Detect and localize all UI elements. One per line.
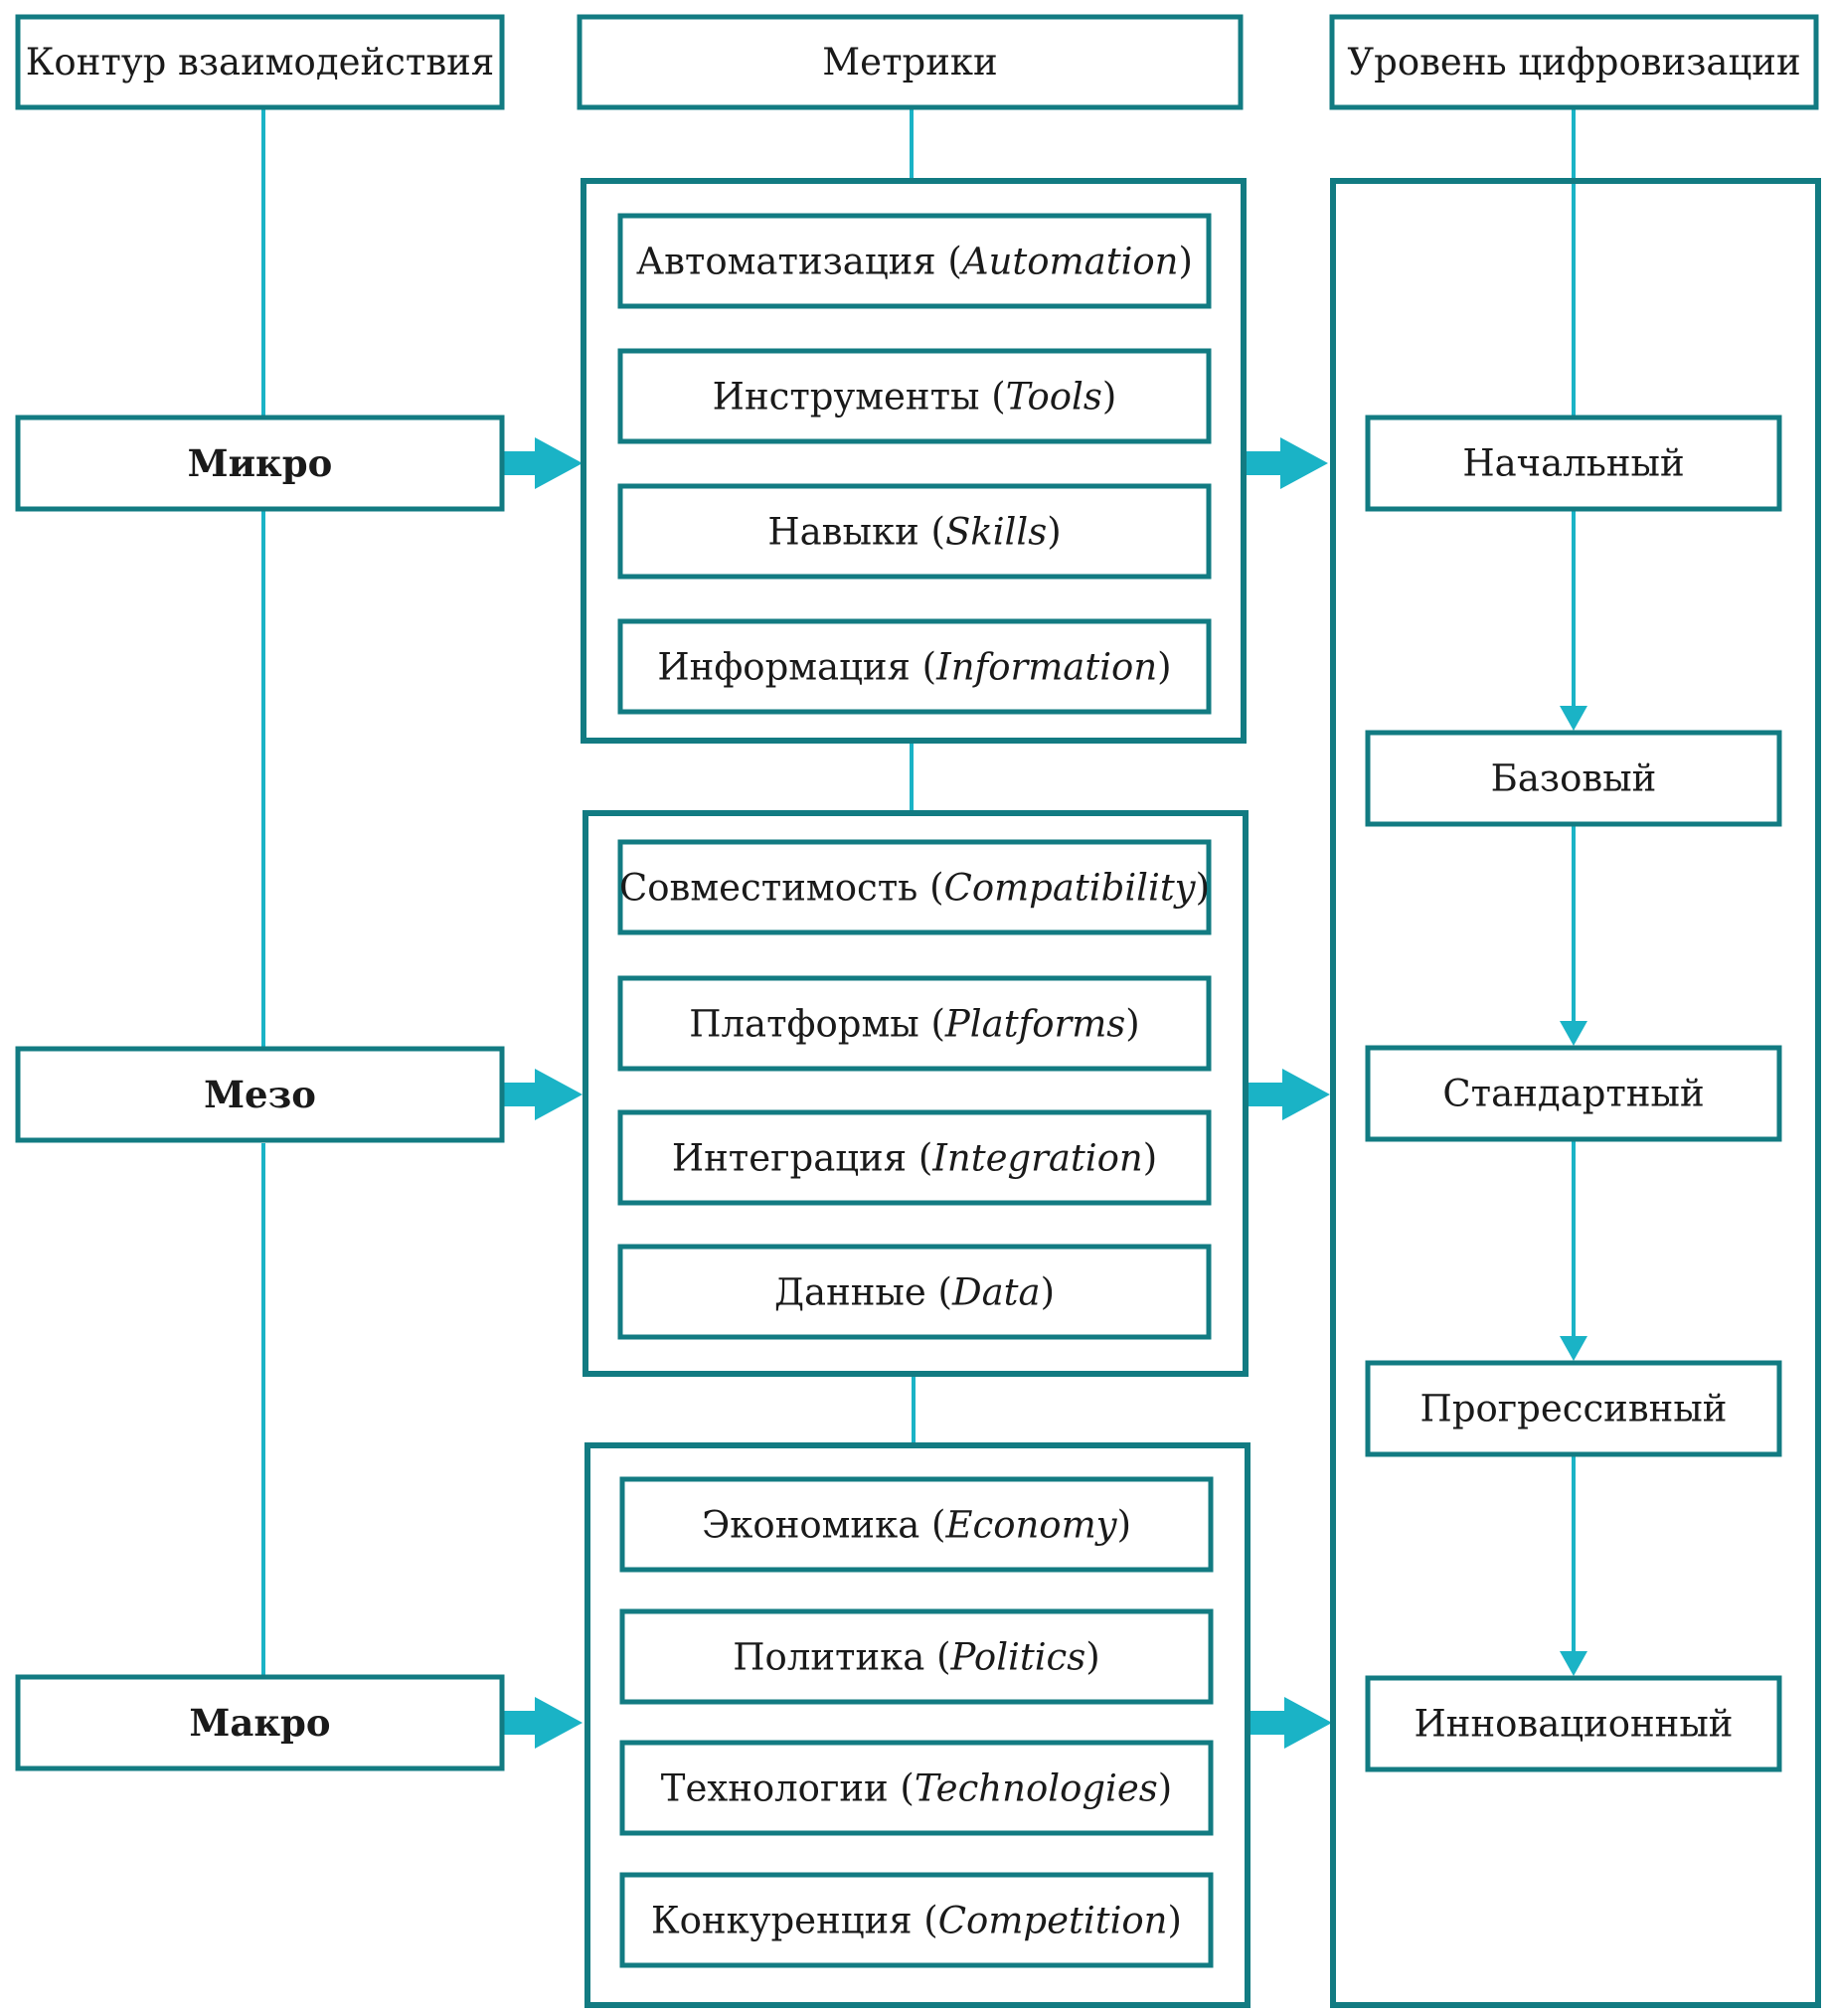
group-containers [581,178,1821,2008]
metric-tools: Инструменты (Tools) [617,348,1212,444]
header-metrics: Метрики [577,14,1244,110]
contour-meso-label: Мезо [204,1073,316,1116]
arrow-metrics2-to-levels [1247,1069,1330,1120]
metric-economy: Экономика (Economy) [619,1476,1214,1573]
metric-compatibility-label: Совместимость (Compatibility) [619,866,1210,909]
level-standard: Стандартный [1365,1045,1782,1142]
metrics-group-macro [584,1442,1250,2008]
level-basic-label: Базовый [1491,757,1657,800]
metric-data-label: Данные (Data) [774,1270,1055,1313]
level-progressive: Прогрессивный [1365,1360,1782,1457]
arrow-meso-to-metrics [502,1069,583,1120]
metric-integration: Интеграция (Integration) [617,1109,1212,1206]
metric-competition: Конкуренция (Competition) [619,1872,1214,1968]
arrowhead-to-level-2 [1560,706,1587,731]
connectors [261,109,1576,1685]
level-arrowheads [1560,706,1587,1676]
metric-skills-label: Навыки (Skills) [767,510,1061,553]
metric-politics-label: Политика (Politics) [733,1635,1099,1678]
metric-technologies-label: Технологии (Technologies) [661,1766,1172,1809]
level-standard-label: Стандартный [1442,1073,1704,1115]
arrowhead-to-level-4 [1560,1336,1587,1361]
arrow-metrics3-to-levels [1249,1697,1332,1749]
flow-arrows [502,437,1332,1749]
metric-economy-label: Экономика (Economy) [702,1503,1131,1546]
metric-skills: Навыки (Skills) [617,483,1212,580]
header-level-label: Уровень цифровизации [1347,41,1800,84]
level-initial: Начальный [1365,415,1782,512]
level-initial-label: Начальный [1462,442,1684,485]
metric-platforms-label: Платформы (Platforms) [689,1002,1139,1045]
arrow-metrics1-to-levels [1245,437,1328,489]
level-innovative-label: Инновационный [1415,1703,1734,1746]
metric-competition-label: Конкуренция (Competition) [651,1899,1182,1941]
contour-meso: Мезо [15,1046,505,1143]
metrics-group-meso [583,810,1249,1377]
metric-automation-label: Автоматизация (Automation) [636,240,1193,282]
arrow-macro-to-metrics [502,1697,583,1749]
metric-technologies: Технологии (Technologies) [619,1740,1214,1836]
level-innovative: Инновационный [1365,1675,1782,1772]
metric-tools-label: Инструменты (Tools) [713,375,1117,418]
contour-macro-label: Макро [189,1701,330,1745]
level-progressive-label: Прогрессивный [1420,1388,1728,1430]
header-level: Уровень цифровизации [1329,14,1819,110]
metric-politics: Политика (Politics) [619,1608,1214,1705]
level-basic: Базовый [1365,730,1782,827]
arrow-micro-to-metrics [502,437,583,489]
arrowhead-to-level-3 [1560,1021,1587,1046]
metric-automation: Автоматизация (Automation) [617,213,1212,309]
metrics-group-micro [581,178,1247,744]
header-contour: Контур взаимодействия [15,14,505,110]
arrowhead-to-level-5 [1560,1651,1587,1676]
contour-micro: Микро [15,415,505,512]
contour-macro: Макро [15,1674,505,1771]
levels-container [1330,178,1821,2008]
contour-micro-label: Микро [188,441,333,485]
header-metrics-label: Метрики [822,41,997,84]
metric-information-label: Информация (Information) [657,645,1171,688]
metric-integration-label: Интеграция (Integration) [672,1136,1157,1179]
metric-information: Информация (Information) [617,618,1212,715]
metric-compatibility: Совместимость (Compatibility) [617,839,1212,935]
header-contour-label: Контур взаимодействия [26,41,494,84]
metric-data: Данные (Data) [617,1244,1212,1340]
metric-platforms: Платформы (Platforms) [617,975,1212,1072]
